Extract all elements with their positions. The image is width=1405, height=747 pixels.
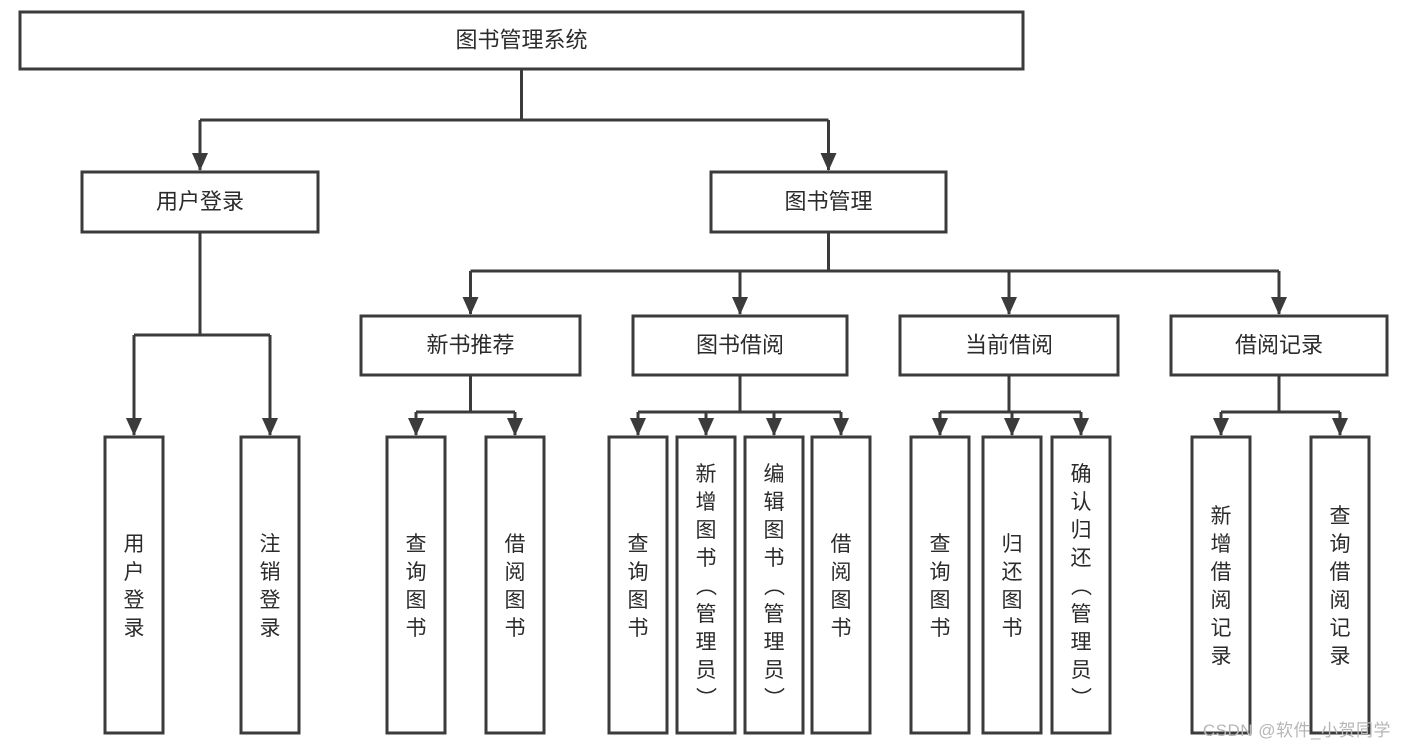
arrow-head-icon (126, 418, 142, 436)
node-user-login-label: 用户登录 (156, 189, 244, 214)
node-leaf-borrow-book-2-label: 借阅图书 (831, 533, 852, 640)
node-leaf-logout-login-label: 注销登录 (260, 533, 281, 640)
node-leaf-return-book-rect[interactable] (981, 435, 1043, 735)
node-leaf-borrow-book-1-rect[interactable] (484, 435, 546, 735)
node-leaf-borrow-book-2[interactable]: 借阅图书 (810, 435, 872, 735)
node-leaf-borrow-book-1[interactable]: 借阅图书 (484, 435, 546, 735)
arrow-head-icon (507, 418, 523, 436)
node-leaf-query-book-2-label: 查询图书 (628, 533, 649, 640)
node-new-book-recommend-rect[interactable] (359, 314, 582, 377)
node-root-label: 图书管理系统 (455, 27, 587, 52)
node-leaf-query-book-3[interactable]: 查询图书 (909, 435, 971, 735)
arrow-head-icon (262, 418, 278, 436)
node-root-rect[interactable] (18, 10, 1025, 71)
node-leaf-add-record-label: 新增借阅记录 (1211, 505, 1232, 668)
node-current-borrow[interactable]: 当前借阅 (898, 314, 1120, 377)
arrow-head-icon (408, 418, 424, 436)
arrow-head-icon (766, 418, 782, 436)
node-current-borrow-label: 当前借阅 (965, 332, 1053, 357)
arrow-head-icon (192, 153, 208, 171)
node-leaf-query-book-3-label: 查询图书 (930, 533, 951, 640)
node-book-manage-label: 图书管理 (784, 189, 872, 214)
node-leaf-return-book[interactable]: 归还图书 (981, 435, 1043, 735)
arrow-head-icon (630, 418, 646, 436)
node-leaf-borrow-book-1-label: 借阅图书 (505, 533, 526, 640)
node-user-login[interactable]: 用户登录 (80, 170, 320, 234)
arrow-head-icon (732, 297, 748, 315)
node-leaf-borrow-book-2-rect[interactable] (810, 435, 872, 735)
node-new-book-recommend[interactable]: 新书推荐 (359, 314, 582, 377)
node-leaf-add-book-rect[interactable] (675, 435, 737, 735)
node-leaf-query-book-2-rect[interactable] (607, 435, 669, 735)
node-leaf-return-book-label: 归还图书 (1002, 533, 1023, 640)
arrow-head-icon (932, 418, 948, 436)
node-book-manage-rect[interactable] (709, 170, 948, 234)
node-borrow-record-label: 借阅记录 (1235, 332, 1323, 357)
node-leaf-edit-book-label: 编辑图书（管理员） (764, 463, 786, 710)
node-leaf-edit-book-rect[interactable] (743, 435, 805, 735)
node-leaf-query-record-rect[interactable] (1309, 435, 1371, 735)
arrow-head-icon (462, 297, 479, 315)
node-book-borrow[interactable]: 图书借阅 (631, 314, 849, 377)
node-leaf-query-book-2[interactable]: 查询图书 (607, 435, 669, 735)
node-leaf-query-book-1-rect[interactable] (385, 435, 447, 735)
node-user-login-rect[interactable] (80, 170, 320, 234)
node-leaf-edit-book[interactable]: 编辑图书（管理员） (743, 435, 805, 735)
node-leaf-logout-login[interactable]: 注销登录 (239, 435, 301, 735)
node-leaf-add-book[interactable]: 新增图书（管理员） (675, 435, 737, 735)
node-leaf-add-record[interactable]: 新增借阅记录 (1190, 435, 1252, 735)
arrow-head-icon (1073, 418, 1089, 436)
node-leaf-query-record-label: 查询借阅记录 (1330, 505, 1351, 668)
node-leaf-add-book-label: 新增图书（管理员） (696, 463, 718, 710)
node-leaf-query-record[interactable]: 查询借阅记录 (1309, 435, 1371, 735)
node-book-manage[interactable]: 图书管理 (709, 170, 948, 234)
node-leaf-logout-login-rect[interactable] (239, 435, 301, 735)
arrow-head-icon (1271, 297, 1287, 315)
arrow-head-icon (698, 418, 714, 436)
arrow-head-icon (1332, 418, 1348, 436)
node-leaf-confirm-return[interactable]: 确认归还（管理员） (1050, 435, 1112, 735)
node-new-book-recommend-label: 新书推荐 (426, 332, 514, 357)
node-book-borrow-label: 图书借阅 (696, 332, 784, 357)
arrow-head-icon (1001, 297, 1017, 315)
node-leaf-user-login[interactable]: 用户登录 (103, 435, 165, 735)
node-leaf-query-book-1[interactable]: 查询图书 (385, 435, 447, 735)
connector-layer (126, 69, 1348, 436)
node-leaf-user-login-rect[interactable] (103, 435, 165, 735)
node-leaf-confirm-return-label: 确认归还（管理员） (1071, 463, 1093, 710)
node-layer: 图书管理系统用户登录图书管理新书推荐图书借阅当前借阅借阅记录用户登录注销登录查询… (18, 10, 1389, 735)
arrow-head-icon (820, 153, 837, 171)
node-book-borrow-rect[interactable] (631, 314, 849, 377)
node-current-borrow-rect[interactable] (898, 314, 1120, 377)
node-borrow-record[interactable]: 借阅记录 (1169, 314, 1389, 377)
arrow-head-icon (1213, 418, 1229, 436)
node-leaf-query-book-1-label: 查询图书 (406, 533, 427, 640)
node-leaf-query-book-3-rect[interactable] (909, 435, 971, 735)
arrow-head-icon (1004, 418, 1020, 436)
arrow-head-icon (833, 418, 849, 436)
node-leaf-add-record-rect[interactable] (1190, 435, 1252, 735)
node-borrow-record-rect[interactable] (1169, 314, 1389, 377)
node-leaf-confirm-return-rect[interactable] (1050, 435, 1112, 735)
node-root[interactable]: 图书管理系统 (18, 10, 1025, 71)
node-leaf-user-login-label: 用户登录 (124, 533, 145, 640)
